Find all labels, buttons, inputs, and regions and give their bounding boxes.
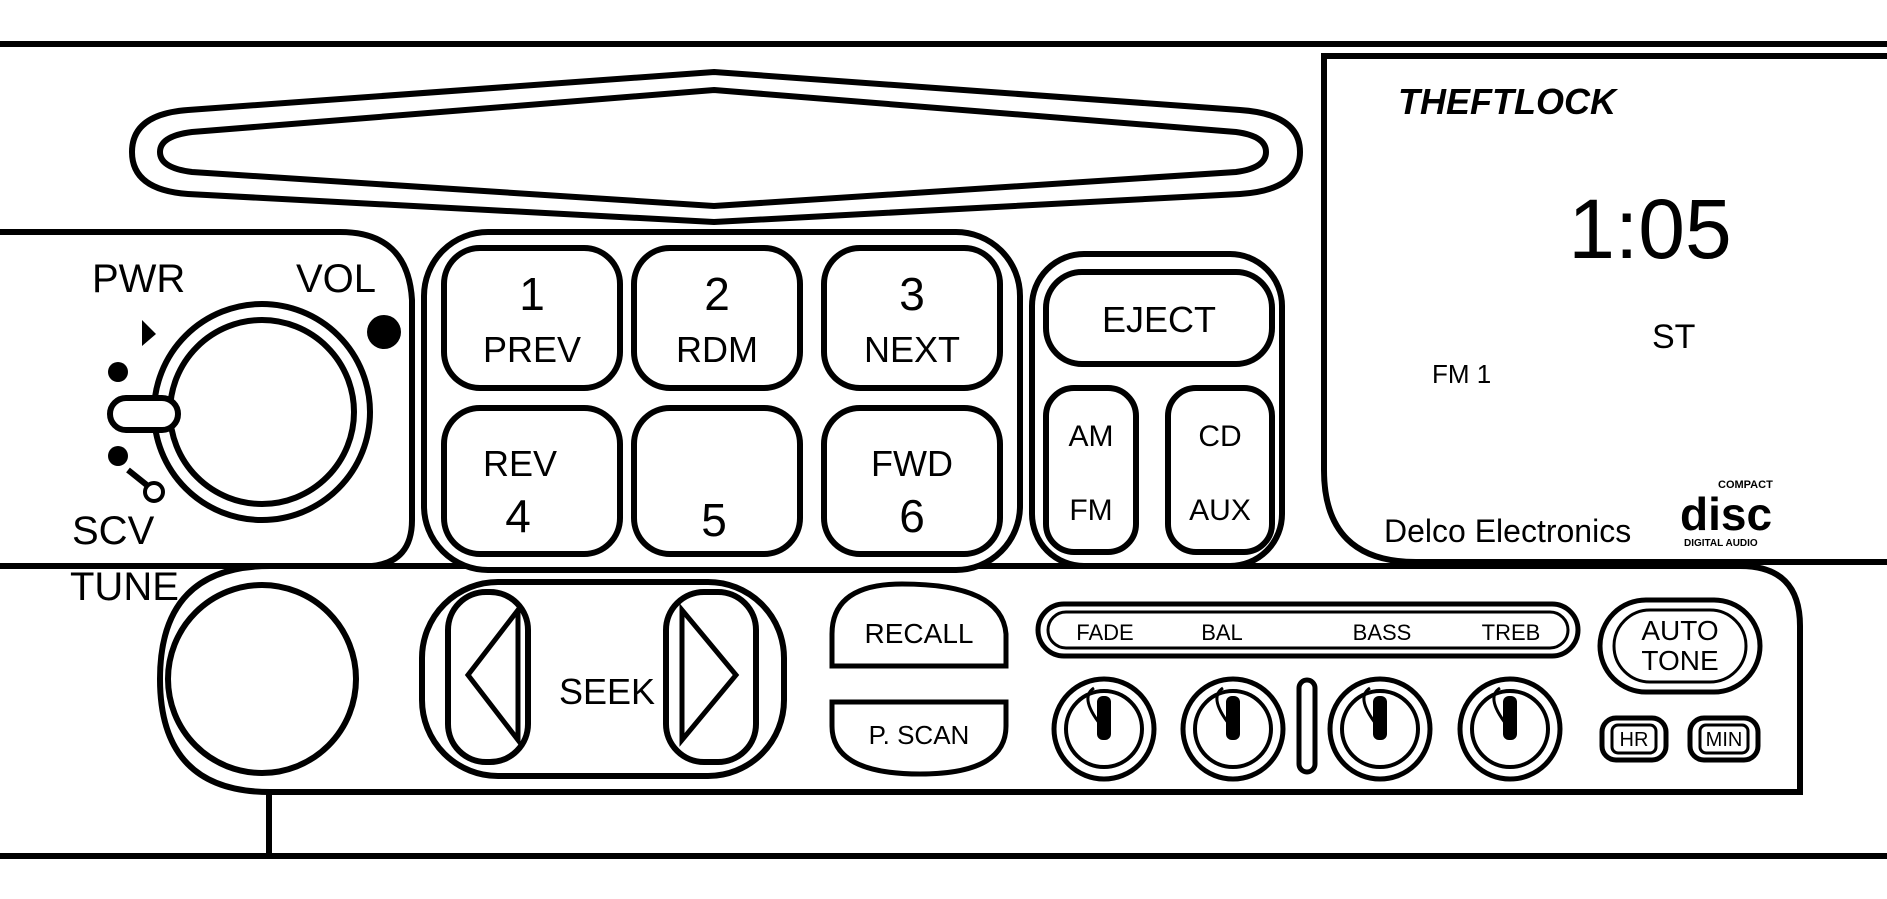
bal-label: BAL: [1201, 620, 1243, 645]
left-panel-outline: [0, 229, 415, 569]
auto-tone-label-1: AUTO: [1641, 615, 1718, 646]
preset-6-button[interactable]: FWD 6: [821, 405, 1003, 557]
seek-back-button[interactable]: [445, 589, 531, 765]
preset-4-label: REV: [483, 443, 557, 484]
eject-button[interactable]: EJECT: [1043, 269, 1275, 367]
stereo-indicator: ST: [1652, 318, 1695, 356]
am-fm-button[interactable]: AM FM: [1043, 385, 1139, 555]
clock-readout: 1:05: [1568, 182, 1732, 276]
am-label: AM: [1069, 420, 1114, 453]
preset-5-number: 5: [701, 494, 727, 546]
tone-label-strip: FADE BAL BASS TREB: [1035, 601, 1581, 659]
balance-knob[interactable]: [1180, 676, 1286, 782]
hour-label: HR: [1620, 729, 1649, 751]
scv-label: SCV: [72, 509, 155, 553]
preset-3-label: NEXT: [864, 329, 960, 370]
band-indicator: FM 1: [1432, 359, 1491, 389]
power-switch[interactable]: [107, 395, 181, 433]
preset-3-number: 3: [899, 268, 925, 320]
pscan-button[interactable]: P. SCAN: [829, 699, 1009, 777]
cd-aux-button[interactable]: CD AUX: [1165, 385, 1275, 555]
fm-label: FM: [1069, 494, 1112, 527]
preset-2-label: RDM: [676, 329, 758, 370]
bass-knob-pointer: [1373, 696, 1387, 740]
seek-label: SEEK: [559, 671, 655, 712]
cd-label: CD: [1198, 420, 1241, 453]
volume-knob-inner: [167, 317, 357, 507]
scv-indicator-icon: [108, 320, 165, 503]
delco-logo: Delco Electronics: [1384, 513, 1631, 549]
seek-left-icon: [464, 602, 521, 748]
hour-button[interactable]: HR: [1599, 715, 1669, 763]
auto-tone-label-2: TONE: [1641, 645, 1718, 676]
seek-right-icon: [679, 603, 740, 747]
pwr-label: PWR: [92, 257, 185, 301]
preset-6-label: FWD: [871, 443, 953, 484]
tune-knob[interactable]: [165, 582, 359, 776]
display-panel: [1321, 53, 1887, 565]
minute-button[interactable]: MIN: [1687, 715, 1761, 763]
auto-tone-button[interactable]: AUTO TONE: [1597, 597, 1763, 695]
preset-5-button[interactable]: 5: [631, 405, 803, 557]
preset-2-number: 2: [704, 268, 730, 320]
tune-label: TUNE: [70, 565, 179, 609]
tone-divider: [1296, 677, 1318, 775]
fade-knob[interactable]: [1051, 676, 1157, 782]
pscan-label: P. SCAN: [869, 720, 970, 750]
seek-forward-button[interactable]: [663, 589, 759, 765]
compact-disc-compact: COMPACT: [1718, 479, 1773, 491]
volume-indicator-dot: [367, 315, 401, 349]
recall-button[interactable]: RECALL: [829, 581, 1009, 669]
preset-3-button[interactable]: 3 NEXT: [821, 245, 1003, 391]
cd-slot[interactable]: [128, 68, 1304, 226]
treb-label: TREB: [1482, 620, 1541, 645]
compact-disc-wordmark: disc: [1680, 488, 1772, 540]
treble-knob-pointer: [1503, 696, 1517, 740]
compact-disc-digital-audio: DIGITAL AUDIO: [1684, 538, 1758, 549]
aux-label: AUX: [1189, 494, 1251, 527]
preset-1-label: PREV: [483, 329, 581, 370]
preset-2-button[interactable]: 2 RDM: [631, 245, 803, 391]
vol-label: VOL: [296, 257, 376, 301]
treble-knob[interactable]: [1457, 676, 1563, 782]
preset-4-number: 4: [505, 490, 531, 542]
preset-1-button[interactable]: 1 PREV: [441, 245, 623, 391]
preset-6-number: 6: [899, 490, 925, 542]
balance-knob-pointer: [1226, 696, 1240, 740]
recall-label: RECALL: [865, 618, 974, 649]
minute-label: MIN: [1706, 729, 1743, 751]
preset-1-number: 1: [519, 268, 545, 320]
preset-4-button[interactable]: REV 4: [441, 405, 623, 557]
fade-label: FADE: [1076, 620, 1133, 645]
bass-label: BASS: [1353, 620, 1412, 645]
compact-disc-logo: COMPACT disc DIGITAL AUDIO: [1680, 479, 1773, 549]
theftlock-label: THEFTLOCK: [1398, 81, 1619, 122]
bass-knob[interactable]: [1327, 676, 1433, 782]
eject-label: EJECT: [1102, 299, 1216, 340]
fade-knob-pointer: [1097, 696, 1111, 740]
